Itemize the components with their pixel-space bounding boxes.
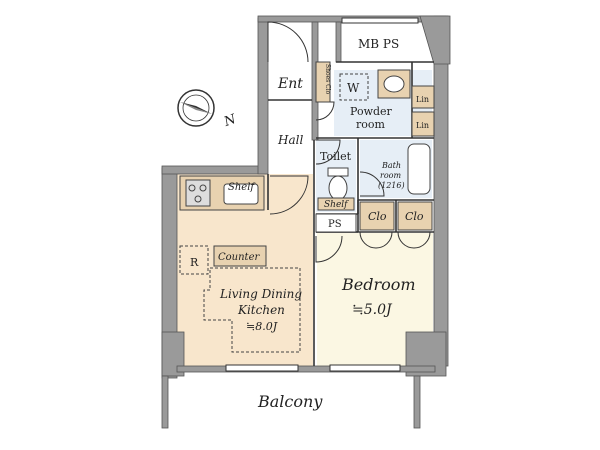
closet-2-box <box>397 201 433 231</box>
sink <box>223 183 259 205</box>
bathtub <box>407 143 431 195</box>
ldk-door <box>269 175 309 215</box>
bath-room-label-3: (1216) <box>378 181 405 190</box>
balcony-wall-right <box>413 375 421 429</box>
closet-2-label: Clo <box>405 210 424 223</box>
mbps-label: MB PS <box>358 37 399 51</box>
window-mbps <box>341 17 419 24</box>
toilet-door <box>315 139 341 165</box>
labels: MB PS Ent Shoes Clo W Powder room Lin Li… <box>190 37 429 411</box>
toilet-label: Toilet <box>320 150 352 163</box>
front-door <box>267 21 309 63</box>
powder-room-label-1: Powder <box>350 105 393 118</box>
linen-2-label: Lin <box>416 121 429 130</box>
counter-box <box>213 245 267 267</box>
refrigerator-box <box>179 245 209 275</box>
window-ldk <box>225 364 299 372</box>
closet-1-label: Clo <box>368 210 387 223</box>
ldk-size-label: ≒8.0J <box>246 320 278 333</box>
powder-door <box>315 101 335 121</box>
ldk-dashed-area <box>203 267 301 353</box>
toilet-bowl <box>328 175 348 201</box>
burner-3 <box>194 195 202 203</box>
wall-entry-left <box>257 17 269 175</box>
doors <box>267 21 431 263</box>
ps-label: PS <box>328 219 342 230</box>
refrigerator-label: R <box>190 256 199 269</box>
wall-mbps-left <box>335 21 342 63</box>
wall-right <box>433 15 449 367</box>
ldk-label-1: Living Dining <box>219 287 302 301</box>
hall-label: Hall <box>277 133 303 147</box>
counter-label: Counter <box>218 252 260 263</box>
powder-sink <box>383 75 405 93</box>
balcony-wall-left <box>161 375 169 429</box>
closet-door-1 <box>359 231 393 249</box>
bedroom-label: Bedroom <box>341 275 416 294</box>
kitchen-shelf-label: Shelf <box>228 182 256 193</box>
walls <box>161 15 451 429</box>
wall-ldk-top <box>161 165 267 175</box>
closet-door-2 <box>397 231 431 249</box>
bath-door <box>359 171 385 197</box>
compass <box>177 89 215 127</box>
bedroom-size-label: ≒5.0J <box>352 302 393 318</box>
toilet-tank <box>327 167 349 177</box>
shoe-closet-label: Shoes Clo <box>324 64 331 95</box>
powder-room-label-2: room <box>356 118 386 131</box>
balcony-floor <box>166 378 418 424</box>
linen-1-box <box>411 85 435 109</box>
burner-2 <box>199 184 207 192</box>
burner-1 <box>188 184 196 192</box>
windows <box>225 17 419 372</box>
shoe-closet-box <box>315 61 331 103</box>
wall-column-top-right <box>419 15 451 65</box>
ldk-label-2: Kitchen <box>237 303 285 317</box>
compass-north-label: N <box>221 112 238 131</box>
washer-label: W <box>347 81 360 95</box>
closet-1-box <box>359 201 395 231</box>
fixtures <box>179 61 435 353</box>
washer-box <box>339 73 369 101</box>
bath-room-label-2: room <box>380 171 401 180</box>
linen-2-box <box>411 111 435 137</box>
window-bedroom <box>329 364 401 372</box>
wall-bottom <box>176 365 436 373</box>
ps-box <box>315 213 357 233</box>
toilet-shelf <box>317 197 355 211</box>
toilet-shelf-label: Shelf <box>324 200 349 210</box>
balcony-label: Balcony <box>257 392 323 411</box>
bedroom-door <box>315 235 343 263</box>
linen-1-label: Lin <box>416 95 429 104</box>
wall-column-bottom-left <box>161 331 185 377</box>
bath-room-label-1: Bath <box>381 161 401 170</box>
entrance-label: Ent <box>277 76 303 92</box>
